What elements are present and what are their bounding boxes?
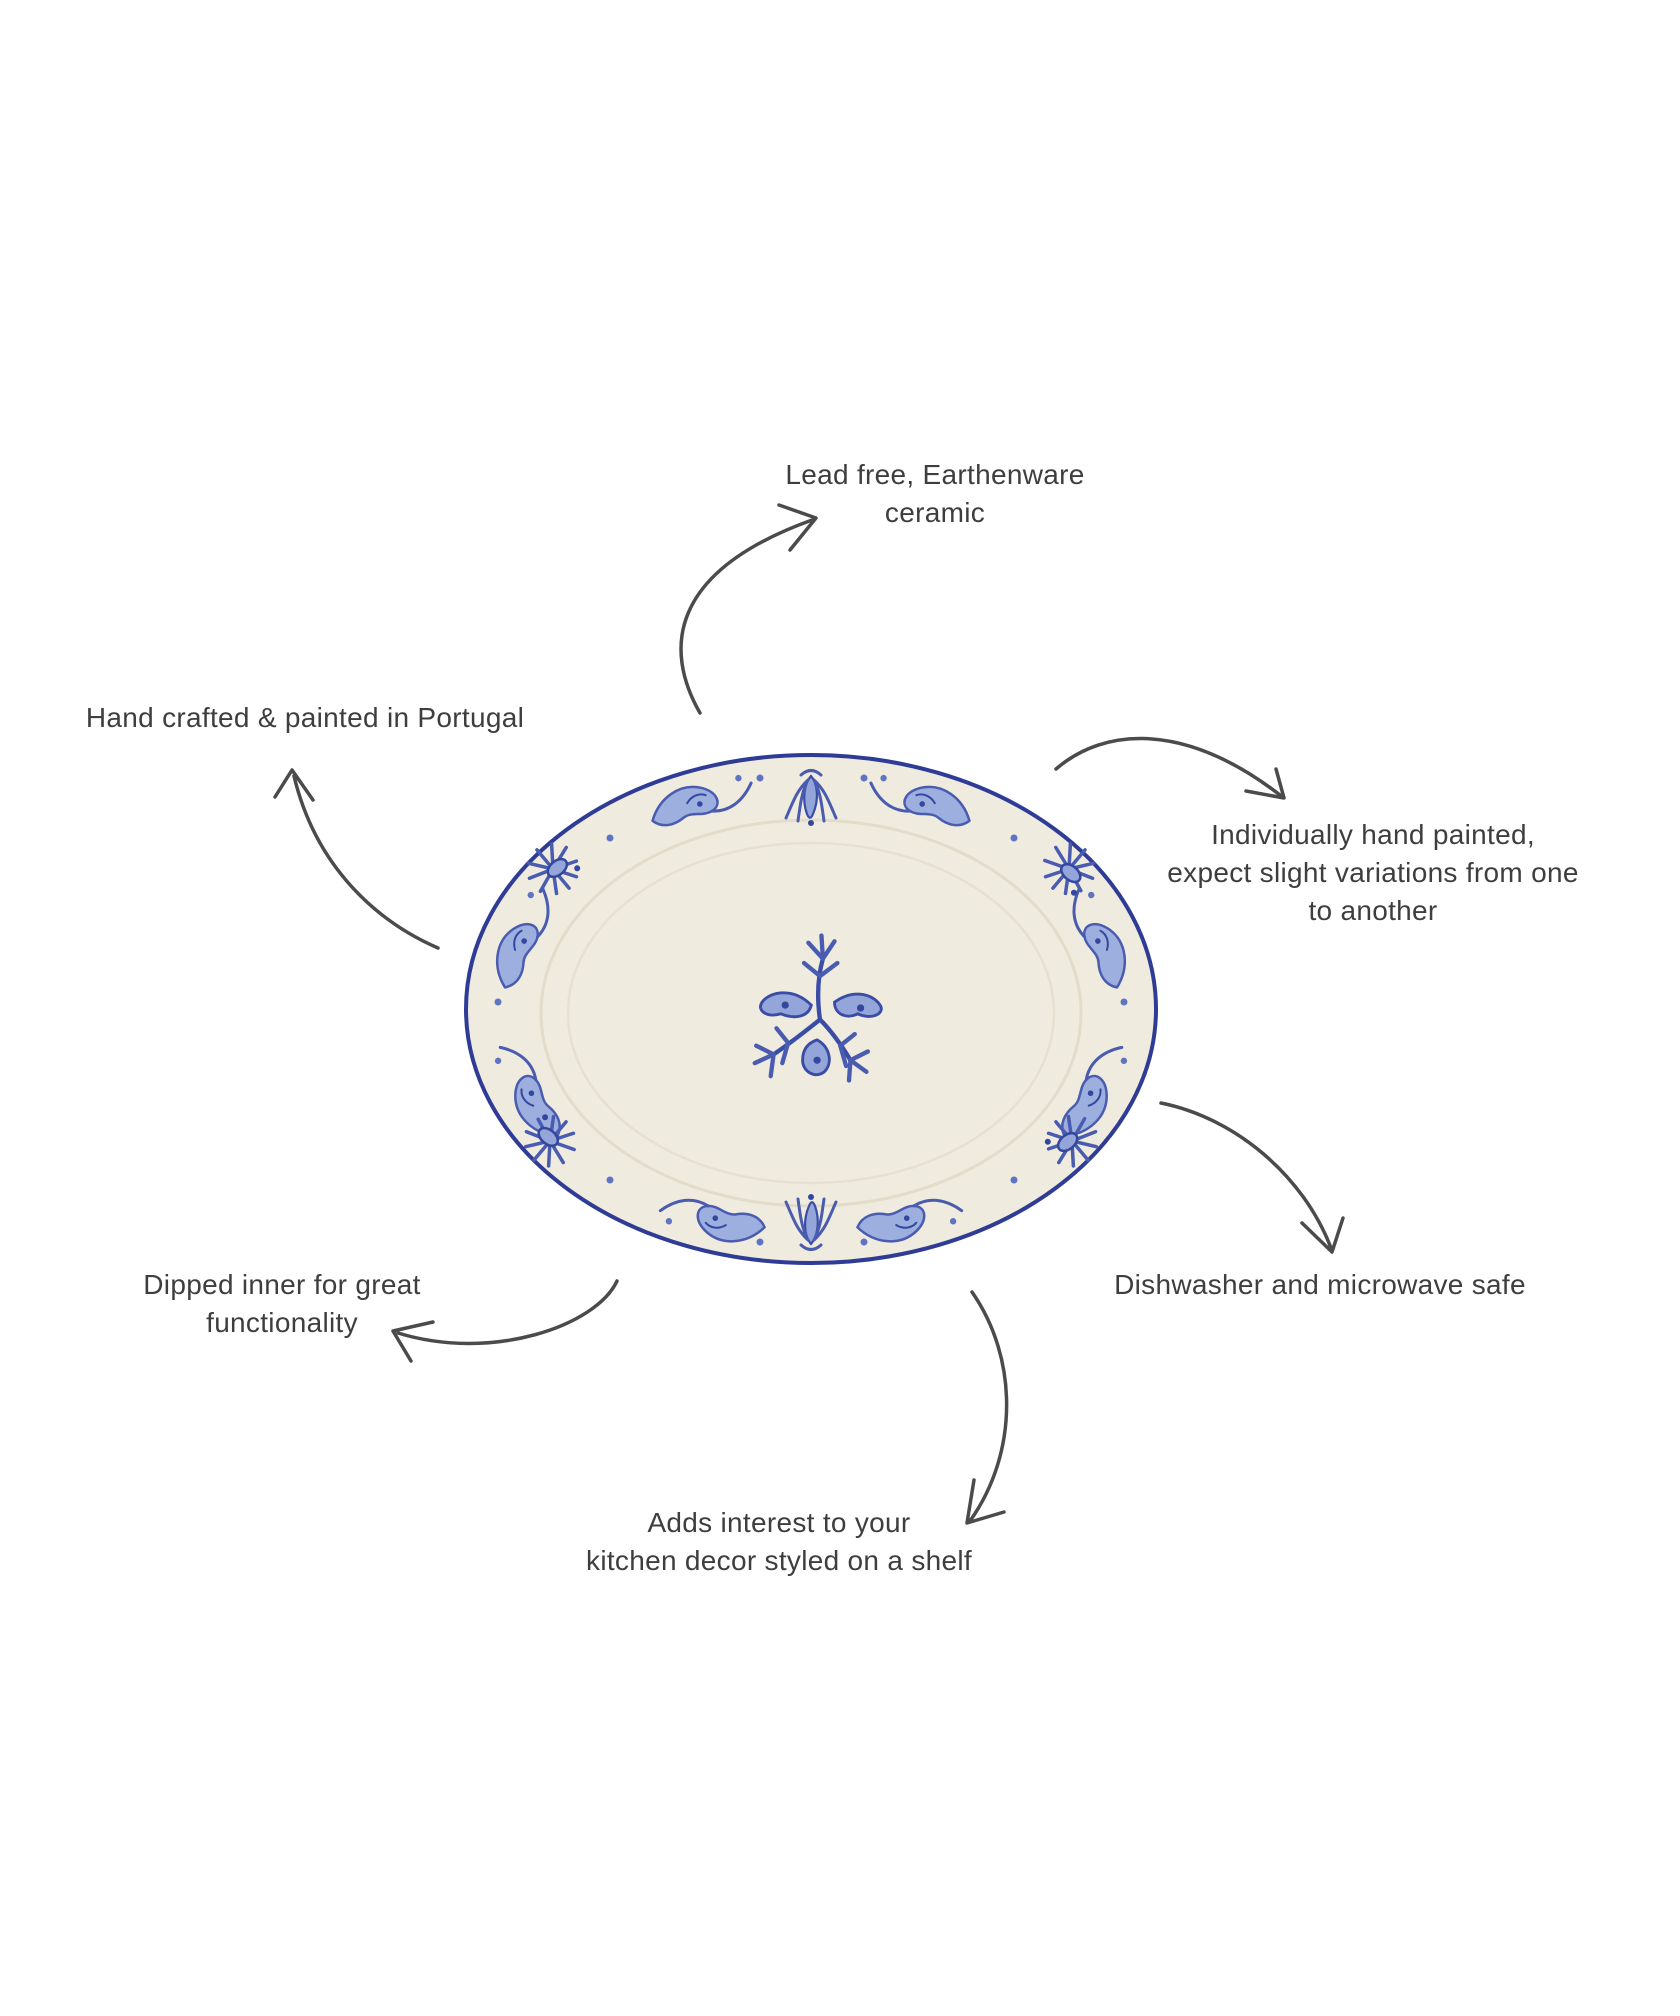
callout-line: Individually hand painted,: [1211, 819, 1535, 850]
callout-line: to another: [1308, 895, 1438, 926]
callout-dishwasher: Dishwasher and microwave safe: [1114, 1266, 1526, 1304]
callout-line: Hand crafted & painted in Portugal: [85, 702, 525, 733]
callout-line: Dishwasher and microwave safe: [1114, 1269, 1526, 1300]
arrow-to-hand-painted: [1054, 736, 1286, 800]
callout-hand-painted: Individually hand painted, expect slight…: [1167, 816, 1578, 930]
callout-dipped-inner: Dipped inner for great functionality: [143, 1266, 420, 1342]
border-decoration: [482, 769, 1140, 1252]
arrow-to-lead-free: [679, 503, 818, 715]
arrow-to-shelf-decor: [965, 1290, 1009, 1525]
arrow-to-hand-crafted: [273, 768, 440, 950]
callout-line: functionality: [206, 1307, 358, 1338]
callout-line: Dipped inner for great: [143, 1269, 421, 1300]
callout-line: Adds interest to your: [647, 1507, 911, 1538]
callout-hand-crafted: Hand crafted & painted in Portugal: [86, 699, 524, 737]
center-sprig-motif: [752, 933, 883, 1083]
border-dots: [494, 774, 1128, 1246]
callout-line: ceramic: [884, 497, 986, 528]
arrow-to-dishwasher: [1159, 1101, 1345, 1254]
callout-line: kitchen decor styled on a shelf: [586, 1545, 972, 1576]
callout-lead-free: Lead free, Earthenware ceramic: [785, 456, 1084, 532]
callout-line: Lead free, Earthenware: [785, 459, 1085, 490]
platter-illustration: [464, 753, 1158, 1265]
callout-shelf-decor: Adds interest to your kitchen decor styl…: [586, 1504, 972, 1580]
callout-line: expect slight variations from one: [1167, 857, 1579, 888]
arrow-to-dipped-inner: [391, 1279, 619, 1363]
